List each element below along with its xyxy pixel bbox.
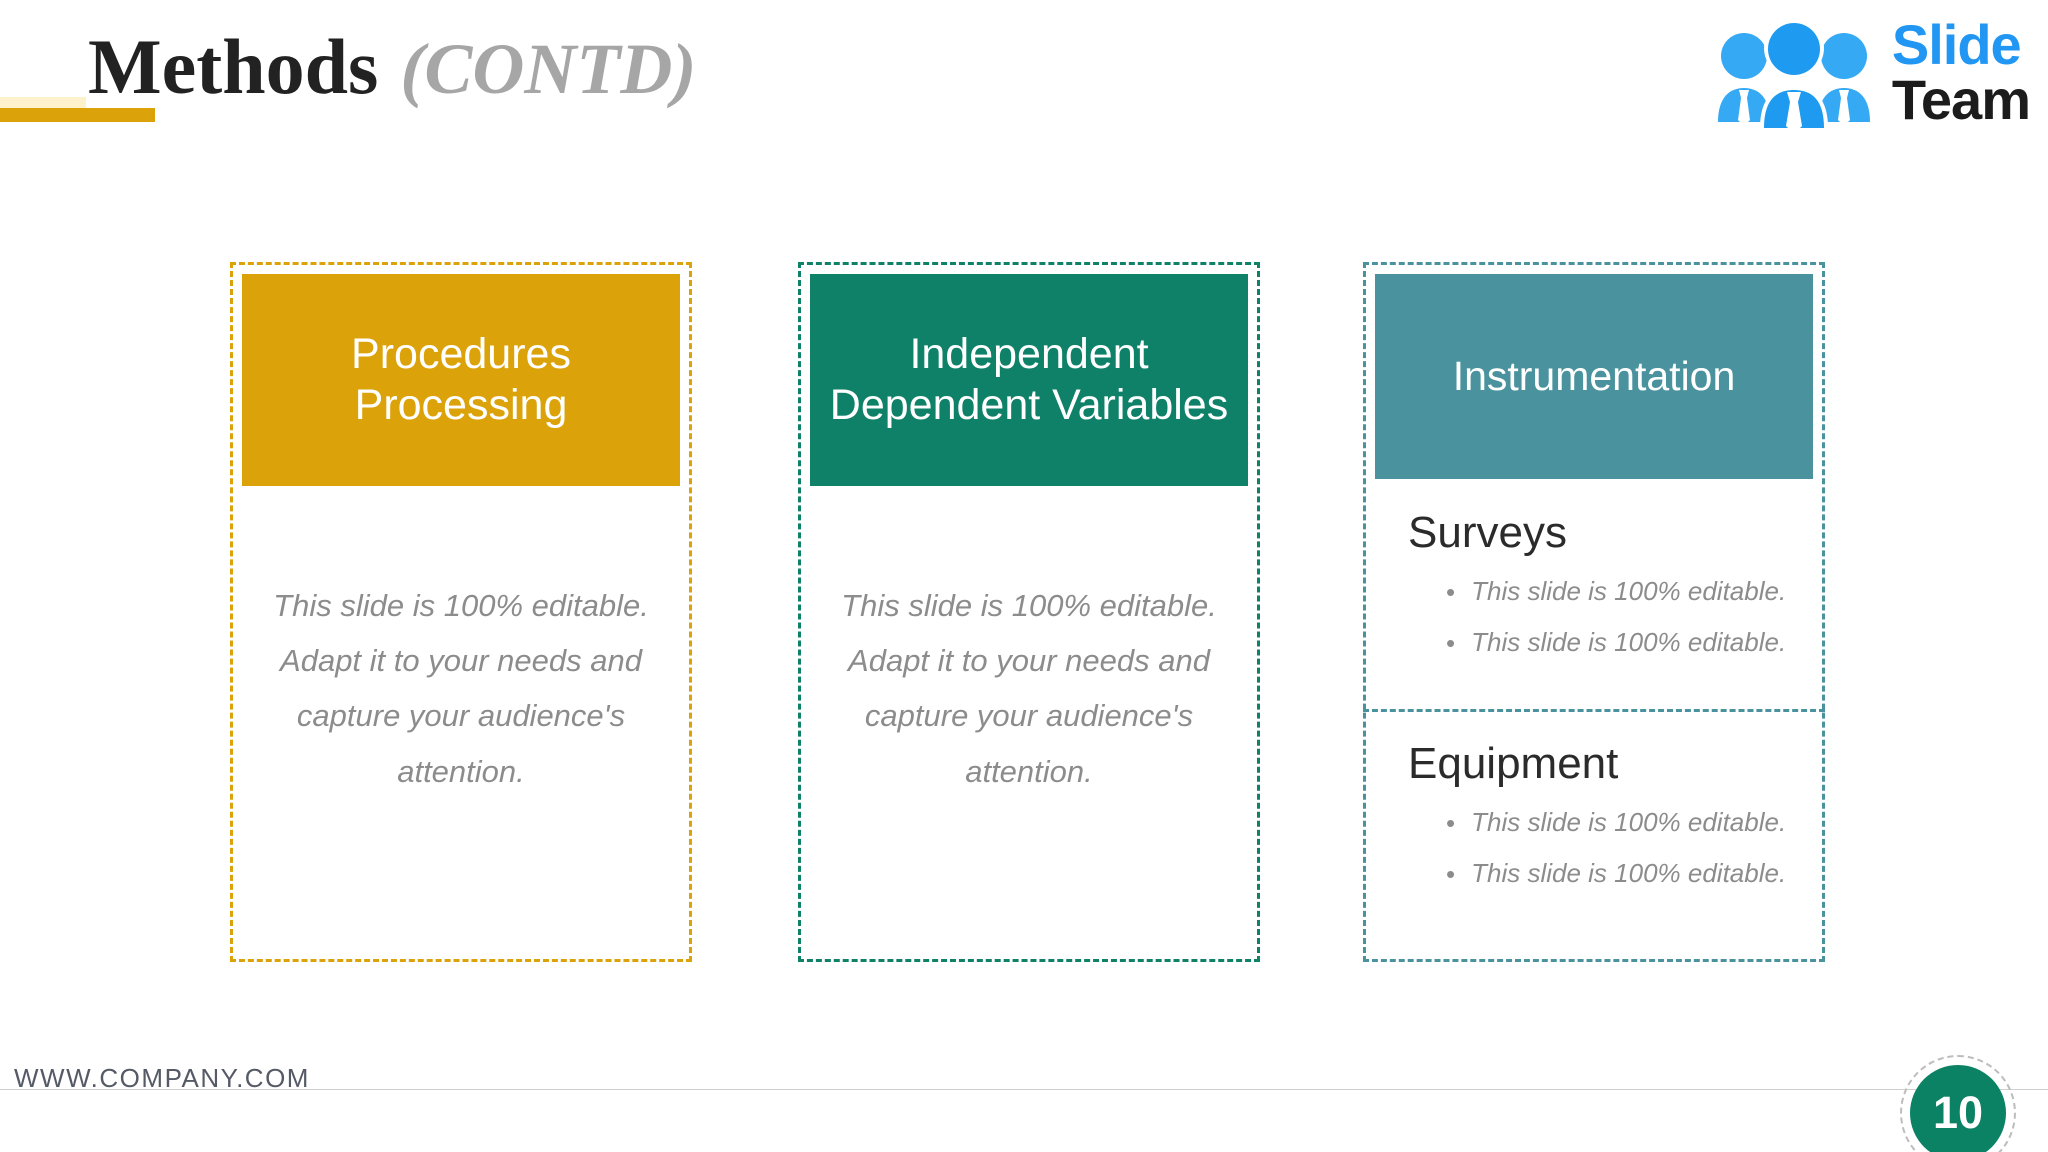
bullet-list-equipment: • This slide is 100% editable. • This sl… (1408, 806, 1822, 892)
bullet-dot-icon: • (1446, 577, 1456, 608)
bullet-dot-icon: • (1446, 628, 1456, 659)
footer-divider (0, 1089, 2048, 1090)
section-equipment: Equipment • This slide is 100% editable.… (1366, 712, 1822, 893)
page-title: Methods (CONTD) (88, 22, 696, 112)
page-badge-dashed-ring (1900, 1055, 2016, 1152)
bullet-text: This slide is 100% editable. (1471, 627, 1787, 658)
card-procedures-processing[interactable]: Procedures Processing This slide is 100%… (230, 262, 692, 962)
card-body-procedures-processing: This slide is 100% editable. Adapt it to… (233, 486, 689, 799)
logo-word-team: Team (1891, 68, 2031, 131)
card-header-procedures-processing: Procedures Processing (242, 274, 680, 486)
slideteam-logo: Slide Team (1710, 13, 2031, 131)
page-title-main: Methods (88, 23, 379, 110)
list-item: • This slide is 100% editable. (1446, 857, 1822, 892)
section-title-surveys: Surveys (1408, 508, 1567, 557)
people-group-icon (1717, 18, 1870, 128)
footer-website-url: WWW.COMPANY.COM (14, 1063, 310, 1093)
card-title: Instrumentation (1452, 353, 1736, 400)
section-surveys: Surveys • This slide is 100% editable. •… (1366, 479, 1822, 709)
page-number: 10 (1932, 1087, 1984, 1138)
bullet-list-surveys: • This slide is 100% editable. • This sl… (1408, 575, 1822, 661)
title-accent-gold-bar (0, 108, 155, 122)
list-item: • This slide is 100% editable. (1446, 626, 1822, 661)
bullet-text: This slide is 100% editable. (1471, 858, 1787, 889)
list-item: • This slide is 100% editable. (1446, 575, 1822, 610)
list-item: • This slide is 100% editable. (1446, 806, 1822, 841)
card-header-instrumentation: Instrumentation (1375, 274, 1813, 479)
card-header-independent-dependent-variables: Independent Dependent Variables (810, 274, 1248, 486)
bullet-dot-icon: • (1446, 859, 1456, 890)
card-body-independent-dependent-variables: This slide is 100% editable. Adapt it to… (801, 486, 1257, 799)
page-number-badge: 10 (1900, 1055, 2016, 1152)
bullet-text: This slide is 100% editable. (1471, 576, 1787, 607)
card-title: Independent Dependent Variables (829, 330, 1229, 429)
card-instrumentation[interactable]: Instrumentation Surveys • This slide is … (1363, 262, 1825, 962)
section-title-equipment: Equipment (1408, 739, 1619, 788)
page-badge-circle: 10 (1910, 1065, 2006, 1152)
section-divider (1363, 709, 1825, 712)
card-body-text: This slide is 100% editable. Adapt it to… (273, 588, 649, 789)
card-title: Procedures Processing (351, 330, 571, 429)
title-accent-cream-bar (0, 97, 86, 108)
page-title-suffix: (CONTD) (400, 29, 697, 109)
card-body-text: This slide is 100% editable. Adapt it to… (841, 588, 1217, 789)
card-independent-dependent-variables[interactable]: Independent Dependent Variables This sli… (798, 262, 1260, 962)
logo-word-slide: Slide (1891, 13, 2022, 77)
logo-wordmark: Slide Team (1891, 13, 2031, 131)
bullet-text: This slide is 100% editable. (1471, 807, 1787, 838)
cards-row: Procedures Processing This slide is 100%… (0, 262, 2048, 962)
bullet-dot-icon: • (1446, 808, 1456, 839)
